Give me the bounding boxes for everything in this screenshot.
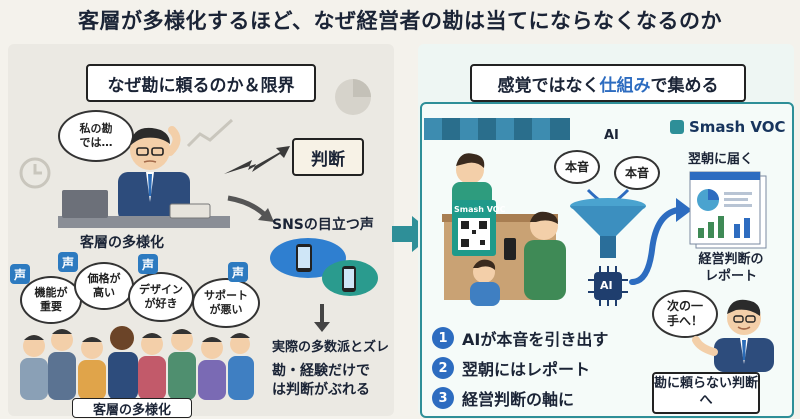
faded-clock-icon bbox=[19, 157, 51, 189]
brand-logo: Smash VOC bbox=[670, 118, 786, 136]
closing-box: 勘に頼らない判断へ bbox=[652, 372, 760, 414]
gap-label: 実際の多数派とズレ bbox=[272, 340, 390, 355]
voice-badge: 声 bbox=[138, 254, 158, 274]
sns-phones bbox=[270, 238, 378, 296]
thought-bubble: 私の勘では… bbox=[58, 110, 134, 162]
honne-bubble-1: 本音 bbox=[554, 150, 600, 184]
sns-label: SNSの目立つ声 bbox=[272, 217, 374, 233]
left-heading: なぜ勘に頼るのか＆限界 bbox=[86, 64, 316, 102]
ai-label: AI bbox=[604, 128, 619, 143]
conclusion-label: 勘・経験だけでは判断がぶれる bbox=[272, 363, 370, 398]
honne-bubble-2: 本音 bbox=[614, 156, 660, 190]
voice-badge: 声 bbox=[58, 252, 78, 272]
step-number-1: 1 bbox=[432, 327, 454, 349]
report-label: 経営判断のレポート bbox=[698, 252, 764, 284]
report-document-icon bbox=[689, 171, 767, 249]
ai-chip-label: AI bbox=[600, 279, 613, 292]
next-move-bubble: 次の一手へ！ bbox=[652, 290, 718, 338]
voice-bubble-1: 機能が重要 bbox=[20, 276, 82, 324]
crowd-illustration bbox=[20, 326, 254, 400]
confident-businessman-illustration bbox=[692, 299, 774, 372]
desk-laptop bbox=[58, 190, 230, 228]
voice-bubble-4: サポートが悪い bbox=[192, 278, 260, 328]
page-title: 客層が多様化するほど、なぜ経営者の勘は当てにならなくなるのか bbox=[78, 9, 722, 33]
customer-illustration bbox=[504, 211, 566, 300]
curved-arrow bbox=[629, 198, 692, 285]
judgment-box: 判断 bbox=[292, 138, 364, 176]
step-number-3: 3 bbox=[432, 387, 454, 409]
voice-badge: 声 bbox=[10, 264, 30, 284]
faded-chart-icon bbox=[186, 118, 234, 148]
funnel-icon bbox=[570, 188, 646, 258]
voice-bubble-3: デザインが好き bbox=[128, 272, 194, 322]
brand-mark-icon bbox=[670, 120, 684, 134]
ai-chip-icon bbox=[588, 266, 628, 306]
child-illustration bbox=[470, 259, 500, 306]
step-number-2: 2 bbox=[432, 357, 454, 379]
stand-sign-text: Smash VOC bbox=[454, 205, 506, 214]
next-morning-label: 翌朝に届く bbox=[688, 152, 754, 167]
voice-badge: 声 bbox=[228, 262, 248, 282]
right-heading: 感覚ではなく仕組みで集める bbox=[470, 64, 746, 102]
thought-text: 私の勘では… bbox=[79, 122, 113, 149]
diversity-bottom-label: 客層の多様化 bbox=[72, 398, 192, 418]
voice-bubble-2: 価格が高い bbox=[74, 262, 134, 310]
faded-pie-icon bbox=[335, 79, 371, 115]
down-arrow bbox=[314, 304, 330, 332]
lightning-arrow bbox=[224, 146, 290, 174]
arrow-to-sns bbox=[227, 195, 274, 222]
diversity-top-label: 客層の多様化 bbox=[80, 235, 164, 251]
